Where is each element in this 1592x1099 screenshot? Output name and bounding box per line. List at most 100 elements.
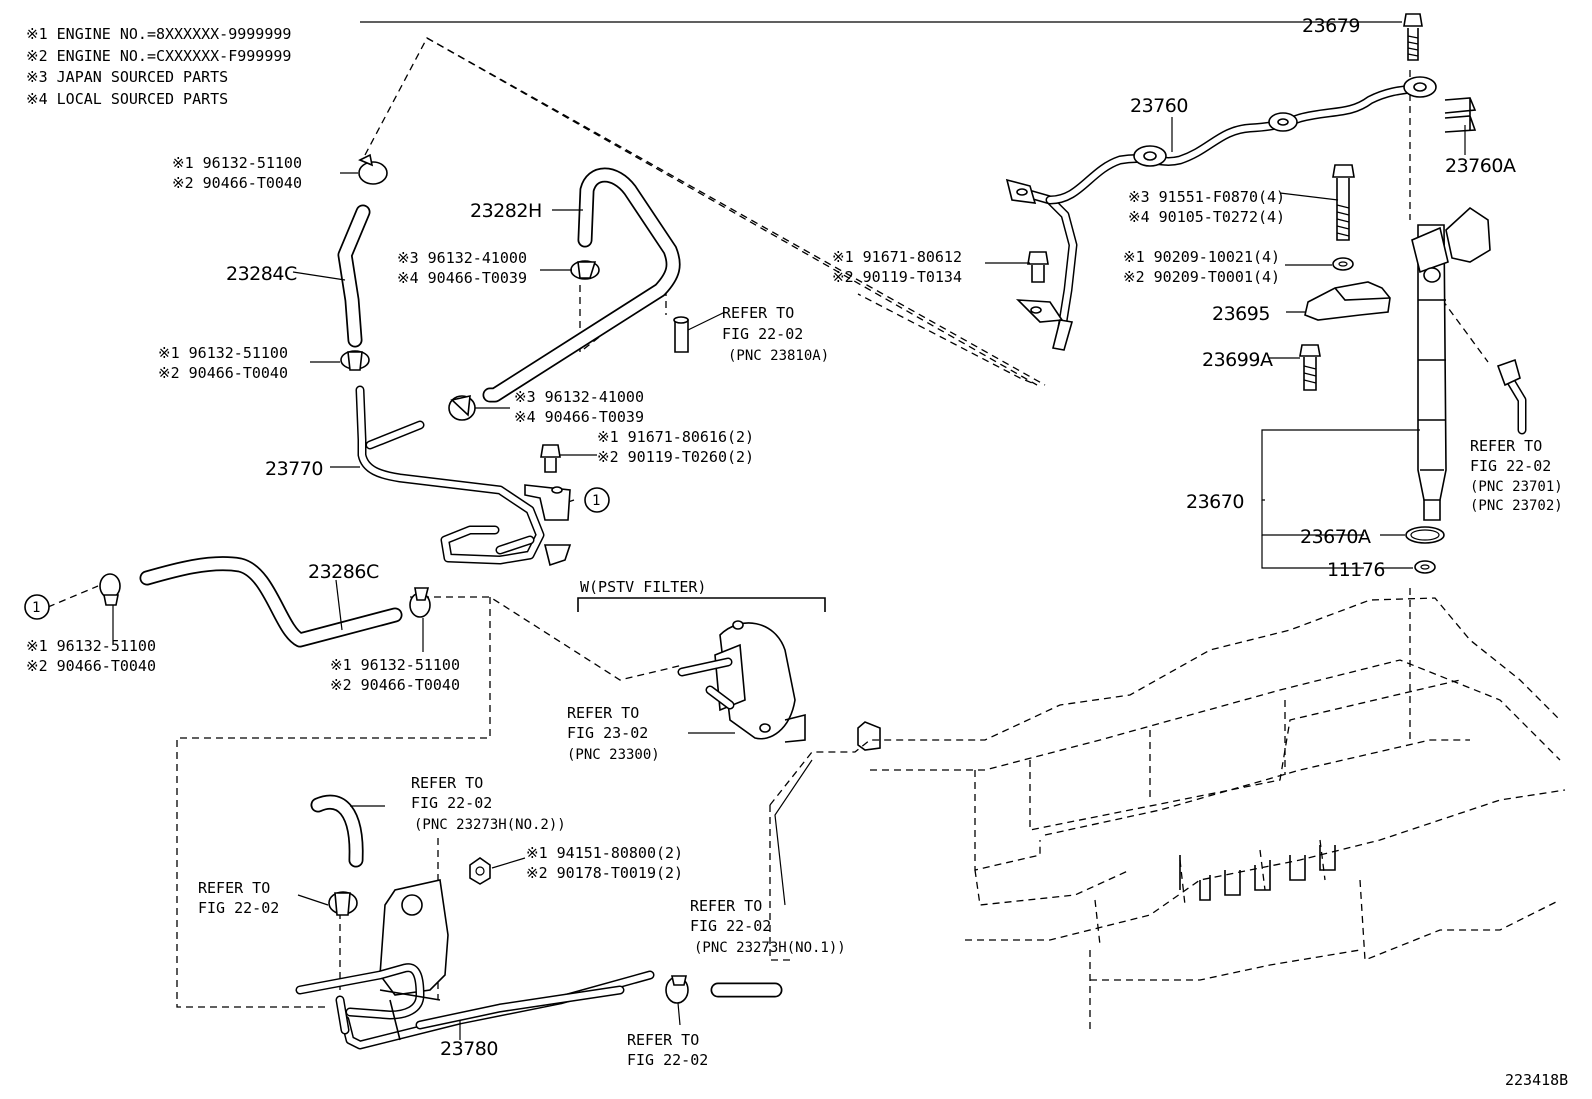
pipe-23770	[355, 385, 572, 567]
svg-text:※1 96132-51100: ※1 96132-51100	[158, 344, 288, 362]
svg-text:※2 90209-T0001(4): ※2 90209-T0001(4)	[1123, 268, 1280, 286]
svg-text:REFER TO: REFER TO	[567, 704, 639, 722]
refer-labels: REFER TO FIG 22-02 (PNC 23810A) REFER TO…	[198, 304, 1563, 1069]
washer-90209	[1332, 257, 1354, 271]
pn-23670: 23670	[1186, 491, 1244, 513]
pn-23282H: 23282H	[470, 200, 542, 222]
bolt-23679	[1403, 13, 1423, 61]
part-numbers: 23679 23760 23760A 23282H 23284C 23770 2…	[226, 15, 1516, 1060]
pn-23760A: 23760A	[1445, 155, 1516, 177]
clamp-41000-b	[448, 394, 476, 421]
svg-text:FIG 22-02: FIG 22-02	[627, 1051, 708, 1069]
callouts: ※1 96132-51100 ※2 90466-T0040 ※1 96132-5…	[26, 154, 1285, 882]
svg-text:REFER TO: REFER TO	[411, 774, 483, 792]
circle-ref-1-left: 1	[24, 594, 50, 620]
hose-23284C	[337, 204, 371, 348]
bolt-91671-80612	[1027, 251, 1049, 283]
pn-23760: 23760	[1130, 95, 1188, 117]
svg-text:REFER TO: REFER TO	[722, 304, 794, 322]
svg-text:REFER TO: REFER TO	[198, 879, 270, 897]
note-4: ※4 LOCAL SOURCED PARTS	[26, 90, 228, 108]
pn-23286C: 23286C	[308, 561, 379, 583]
svg-text:※2 90466-T0040: ※2 90466-T0040	[330, 676, 460, 694]
svg-text:(PNC 23810A): (PNC 23810A)	[728, 348, 829, 364]
clamp-mid	[340, 350, 370, 371]
svg-text:(PNC 23702): (PNC 23702)	[1470, 498, 1563, 514]
svg-text:※1 91671-80612: ※1 91671-80612	[832, 248, 962, 266]
bolt-23699A	[1299, 344, 1321, 391]
svg-text:※2 90178-T0019(2): ※2 90178-T0019(2)	[526, 864, 683, 882]
pipe-clamp-23760A	[1444, 97, 1477, 133]
pn-23284C: 23284C	[226, 263, 297, 285]
pn-23699A: 23699A	[1202, 349, 1273, 371]
svg-text:※2 90119-T0134: ※2 90119-T0134	[832, 268, 962, 286]
svg-text:REFER TO: REFER TO	[627, 1031, 699, 1049]
clamp-bottom-right	[665, 975, 689, 1004]
pn-23679: 23679	[1302, 15, 1360, 37]
svg-text:※1 96132-51100: ※1 96132-51100	[330, 656, 460, 674]
injector-clamp-23695	[1304, 281, 1391, 321]
clamp-bottom-left	[328, 891, 358, 916]
svg-text:FIG 22-02: FIG 22-02	[690, 917, 771, 935]
svg-text:※3 96132-41000: ※3 96132-41000	[397, 249, 527, 267]
svg-text:FIG 22-02: FIG 22-02	[722, 325, 803, 343]
figure-id: 223418B	[1505, 1071, 1568, 1089]
note-3: ※3 JAPAN SOURCED PARTS	[26, 68, 228, 86]
pipe-23780	[295, 879, 655, 1050]
svg-text:※2 90466-T0040: ※2 90466-T0040	[158, 364, 288, 382]
hose-23282H	[482, 167, 681, 403]
fuel-delivery-pipe	[1005, 76, 1437, 351]
svg-text:FIG 22-02: FIG 22-02	[198, 899, 279, 917]
clamp-left	[99, 573, 121, 606]
bolt-91671-80616	[540, 444, 561, 473]
leader-lines	[112, 21, 1466, 1040]
hose-23286C	[139, 556, 403, 648]
pstv-filter	[577, 597, 826, 743]
svg-text:※2 90466-T0040: ※2 90466-T0040	[172, 174, 302, 192]
svg-text:※1 91671-80616(2): ※1 91671-80616(2)	[597, 428, 754, 446]
svg-text:FIG 22-02: FIG 22-02	[1470, 457, 1551, 475]
clamp-41000-a	[570, 260, 600, 280]
svg-text:※4 90466-T0039: ※4 90466-T0039	[514, 408, 644, 426]
leak-off-connector	[1496, 358, 1527, 435]
svg-text:※3 96132-41000: ※3 96132-41000	[514, 388, 644, 406]
svg-text:REFER TO: REFER TO	[1470, 437, 1542, 455]
svg-text:※2 90119-T0260(2): ※2 90119-T0260(2)	[597, 448, 754, 466]
svg-text:1: 1	[592, 493, 600, 509]
svg-text:※1 94151-80800(2): ※1 94151-80800(2)	[526, 844, 683, 862]
svg-text:※4 90105-T0272(4): ※4 90105-T0272(4)	[1128, 208, 1285, 226]
fuel-injector-23670	[1411, 206, 1491, 521]
pn-23695: 23695	[1212, 303, 1270, 325]
gasket-11176	[1414, 560, 1436, 574]
svg-text:1: 1	[32, 600, 40, 616]
svg-text:(PNC 23273H(NO.1)): (PNC 23273H(NO.1))	[694, 940, 846, 956]
nut-94151	[469, 857, 491, 885]
svg-text:FIG 23-02: FIG 23-02	[567, 724, 648, 742]
pstv-filter-label: W(PSTV FILTER)	[580, 578, 706, 596]
svg-text:REFER TO: REFER TO	[690, 897, 762, 915]
svg-text:※3 91551-F0870(4): ※3 91551-F0870(4)	[1128, 188, 1285, 206]
svg-text:FIG 22-02: FIG 22-02	[411, 794, 492, 812]
pn-23780: 23780	[440, 1038, 498, 1060]
clamp-right	[409, 587, 431, 618]
svg-text:(PNC 23701): (PNC 23701)	[1470, 479, 1563, 495]
pn-11176: 11176	[1327, 559, 1385, 581]
svg-text:※2 90466-T0040: ※2 90466-T0040	[26, 657, 156, 675]
pn-23670A: 23670A	[1300, 526, 1371, 548]
svg-text:(PNC 23300): (PNC 23300)	[567, 747, 660, 763]
pipe-23810A	[673, 316, 689, 353]
bolt-91551	[1332, 164, 1355, 241]
legend-notes: ※1 ENGINE NO.=8XXXXXX-9999999 ※2 ENGINE …	[26, 25, 291, 108]
note-2: ※2 ENGINE NO.=CXXXXXX-F999999	[26, 47, 291, 65]
circle-ref-1-right: 1	[584, 487, 610, 513]
hose-23273H-no2	[310, 794, 364, 868]
note-1: ※1 ENGINE NO.=8XXXXXX-9999999	[26, 25, 291, 43]
svg-text:※1 96132-51100: ※1 96132-51100	[26, 637, 156, 655]
svg-text:※1 96132-51100: ※1 96132-51100	[172, 154, 302, 172]
svg-text:(PNC 23273H(NO.2)): (PNC 23273H(NO.2))	[414, 817, 566, 833]
clamp-top	[358, 153, 388, 185]
pn-23770: 23770	[265, 458, 323, 480]
svg-text:※1 90209-10021(4): ※1 90209-10021(4)	[1123, 248, 1280, 266]
svg-text:※4 90466-T0039: ※4 90466-T0039	[397, 269, 527, 287]
